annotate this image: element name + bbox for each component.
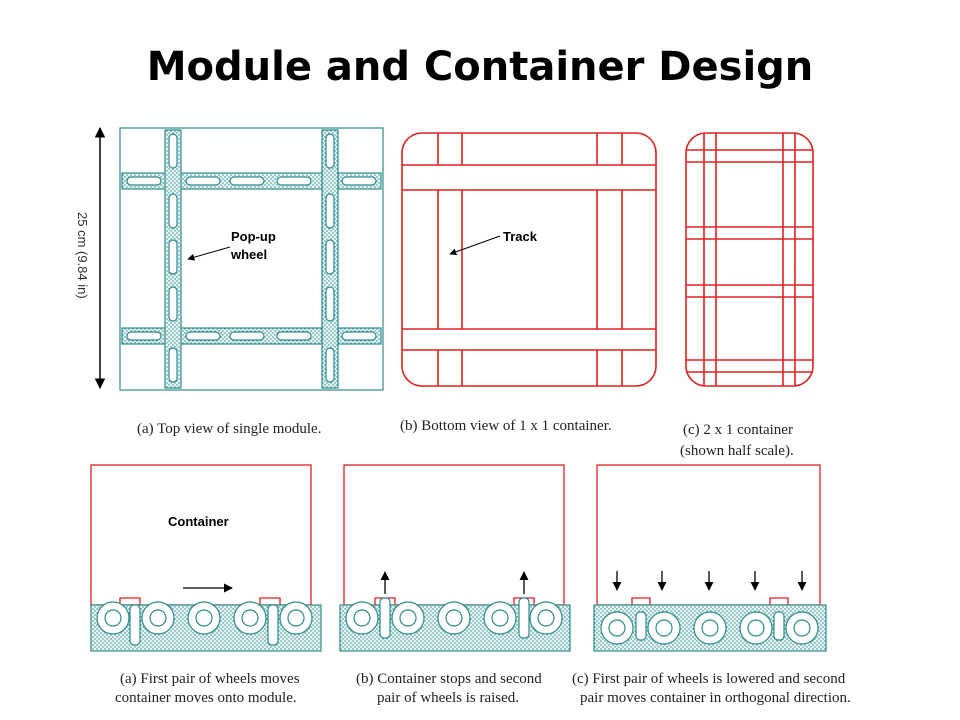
dimension-label: 25 cm (9.84 in) bbox=[75, 212, 90, 299]
caption-bottom-b-line2: pair of wheels is raised. bbox=[377, 690, 519, 706]
caption-bottom-c-line1: (c) First pair of wheels is lowered and … bbox=[572, 671, 846, 687]
dimension-indicator: 25 cm (9.84 in) bbox=[75, 126, 106, 390]
caption-bottom-a-line2: container moves onto module. bbox=[115, 690, 297, 706]
side-view-a: Container bbox=[90, 464, 322, 652]
container-2x1-view bbox=[685, 132, 814, 387]
caption-top-b: (b) Bottom view of 1 x 1 container. bbox=[400, 418, 612, 434]
caption-top-c-line2: (shown half scale). bbox=[680, 443, 794, 459]
caption-top-c-line1: (c) 2 x 1 container bbox=[683, 422, 793, 438]
caption-bottom-c-line2: pair moves container in orthogonal direc… bbox=[580, 690, 851, 706]
page-title: Module and Container Design bbox=[146, 44, 814, 90]
popup-wheel-label-line2: wheel bbox=[230, 247, 267, 262]
module-top-view: Pop-up wheel bbox=[119, 127, 384, 391]
caption-bottom-a-line1: (a) First pair of wheels moves bbox=[120, 671, 300, 687]
side-view-c bbox=[593, 464, 827, 652]
caption-top-a: (a) Top view of single module. bbox=[137, 421, 321, 437]
caption-bottom-b-line1: (b) Container stops and second bbox=[356, 671, 542, 687]
side-view-b bbox=[339, 464, 571, 652]
container-bottom-view bbox=[401, 132, 657, 387]
track-label: Track bbox=[503, 229, 538, 244]
container-label: Container bbox=[168, 514, 229, 529]
popup-wheel-label-line1: Pop-up bbox=[231, 229, 276, 244]
